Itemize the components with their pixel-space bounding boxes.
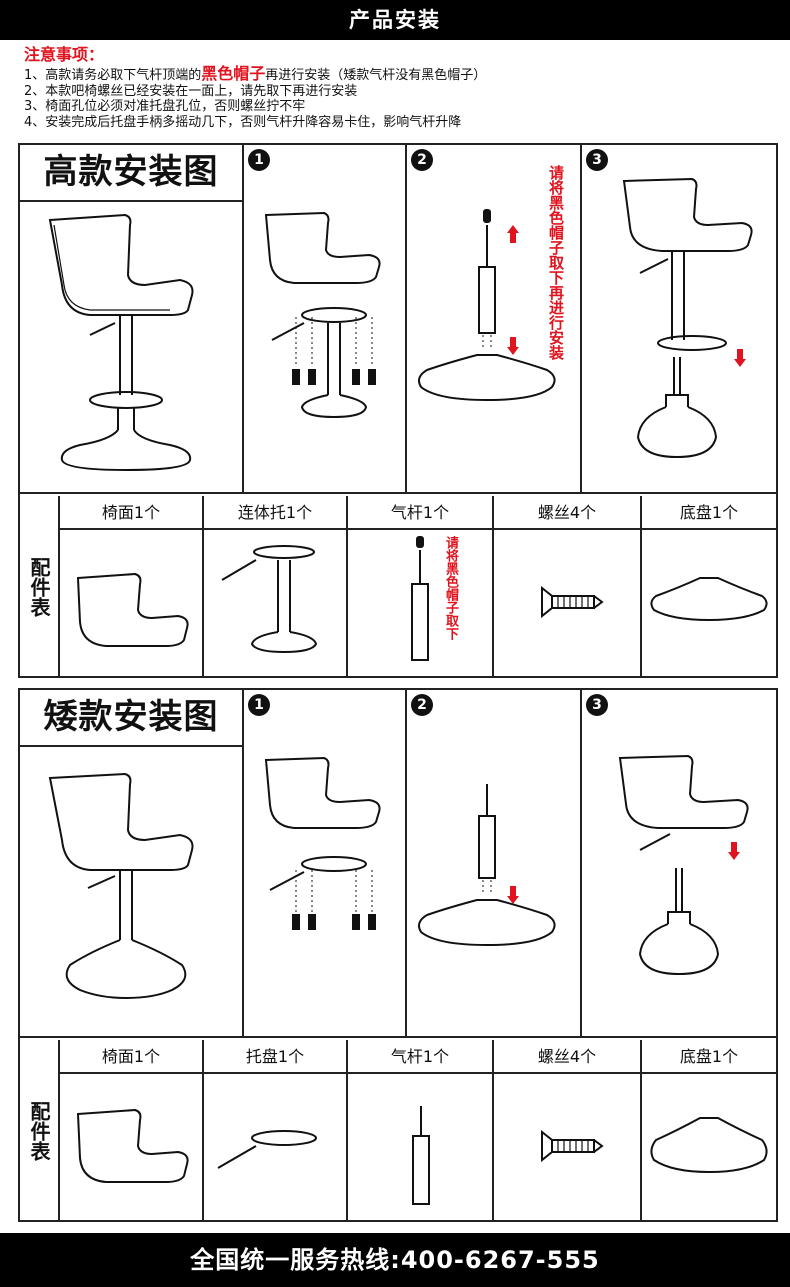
note-1-suffix: 再进行安装（矮款气杆没有黑色帽子） <box>265 68 487 83</box>
part-header: 托盘1个 <box>204 1040 346 1074</box>
notes-title: 注意事项： <box>24 45 105 64</box>
note-item-4: 4、安装完成后托盘手柄多摇动几下，否则气杆升降容易卡住，影响气杆升降 <box>24 114 462 130</box>
low-parts-table: 配件表 椅面1个 托盘1个 气杆1个 螺丝4个 <box>20 1040 776 1222</box>
note-item-3: 3、椅面孔位必须对准托盘孔位，否则螺丝拧不牢 <box>24 99 306 114</box>
low-part-gas-rod: 气杆1个 <box>348 1040 494 1222</box>
low-part-screws: 螺丝4个 <box>494 1040 642 1222</box>
seat-illustration <box>76 1108 189 1183</box>
high-step-3-cell: 3 <box>582 145 776 492</box>
high-parts-table: 配件表 椅面1个 连体托1个 气杆1个 请将黑色帽子取下 <box>20 496 776 678</box>
low-step-1-cell: 1 <box>244 690 407 1036</box>
part-header: 螺丝4个 <box>494 496 640 530</box>
note-item-2: 2、本款吧椅螺丝已经安装在一面上，请先取下再进行安装 <box>24 83 358 99</box>
low-step-1-illustration <box>264 756 381 930</box>
low-overview-cell: 矮款安装图 <box>20 690 244 1036</box>
high-section-title: 高款安装图 <box>20 145 244 202</box>
gas-rod-illustration <box>411 536 429 661</box>
low-steps-row: 矮款安装图 1 <box>20 690 776 1038</box>
low-step-3-cell: 3 <box>582 690 776 1036</box>
low-install-section: 矮款安装图 1 <box>18 688 778 1222</box>
screw-illustration <box>541 585 604 619</box>
low-step-2-cell: 2 <box>407 690 582 1036</box>
part-header: 底盘1个 <box>642 496 776 530</box>
remove-cap-note: 请将黑色帽子取下再进行安装 <box>547 165 565 360</box>
high-steps-row: 高款安装图 1 <box>20 145 776 494</box>
part-header: 椅面1个 <box>60 1040 202 1074</box>
high-overview-cell: 高款安装图 <box>20 145 244 492</box>
high-step-3-illustration <box>622 177 753 459</box>
low-step-3-illustration <box>618 754 749 976</box>
base-illustration <box>650 1117 768 1174</box>
part-header: 气杆1个 <box>348 496 492 530</box>
high-step-2-cell: 2 请将黑色帽子取下再进行安装 <box>407 145 582 492</box>
page-header: 产品安装 <box>0 0 790 40</box>
gas-rod-illustration <box>412 1106 430 1205</box>
step-1-badge: 1 <box>248 694 270 716</box>
step-3-badge: 3 <box>586 149 608 171</box>
part-header: 底盘1个 <box>642 1040 776 1074</box>
step-2-badge: 2 <box>411 694 433 716</box>
low-step-2-illustration <box>418 784 556 947</box>
hotline-footer: 全国统一服务热线:400-6267-555 <box>0 1233 790 1287</box>
step-3-badge: 3 <box>586 694 608 716</box>
high-parts-label: 配件表 <box>20 496 60 678</box>
screw-illustration <box>541 1129 604 1163</box>
high-step-2-illustration <box>418 209 556 402</box>
note-item-1: 1、高款请务必取下气杆顶端的黑色帽子再进行安装（矮款气杆没有黑色帽子） <box>24 66 774 84</box>
part-header: 气杆1个 <box>348 1040 492 1074</box>
step-1-badge: 1 <box>248 149 270 171</box>
high-part-gas-rod: 气杆1个 请将黑色帽子取下 <box>348 496 494 678</box>
high-step-1-illustration <box>264 211 381 419</box>
low-part-seat: 椅面1个 <box>60 1040 204 1222</box>
high-install-section: 高款安装图 1 <box>18 143 778 678</box>
high-part-seat: 椅面1个 <box>60 496 204 678</box>
low-section-title: 矮款安装图 <box>20 690 244 747</box>
low-part-tray: 托盘1个 <box>204 1040 348 1222</box>
low-chair-illustration <box>48 772 194 1000</box>
base-illustration <box>650 577 768 622</box>
notes-block: 注意事项： 1、高款请务必取下气杆顶端的黑色帽子再进行安装（矮款气杆没有黑色帽子… <box>24 44 774 130</box>
bracket-illustration <box>221 545 318 654</box>
seat-illustration <box>76 572 189 647</box>
note-1-prefix: 1、高款请务必取下气杆顶端的 <box>24 68 202 83</box>
low-parts-label: 配件表 <box>20 1040 60 1222</box>
rod-cap-note: 请将黑色帽子取下 <box>443 536 458 640</box>
part-header: 椅面1个 <box>60 496 202 530</box>
low-part-base: 底盘1个 <box>642 1040 776 1222</box>
high-step-1-cell: 1 <box>244 145 407 492</box>
tray-illustration <box>217 1130 317 1169</box>
high-part-bracket: 连体托1个 <box>204 496 348 678</box>
note-1-highlight: 黑色帽子 <box>201 64 266 83</box>
step-2-badge: 2 <box>411 149 433 171</box>
high-part-screws: 螺丝4个 <box>494 496 642 678</box>
high-part-base: 底盘1个 <box>642 496 776 678</box>
part-header: 连体托1个 <box>204 496 346 530</box>
part-header: 螺丝4个 <box>494 1040 640 1074</box>
high-chair-illustration <box>48 213 194 472</box>
